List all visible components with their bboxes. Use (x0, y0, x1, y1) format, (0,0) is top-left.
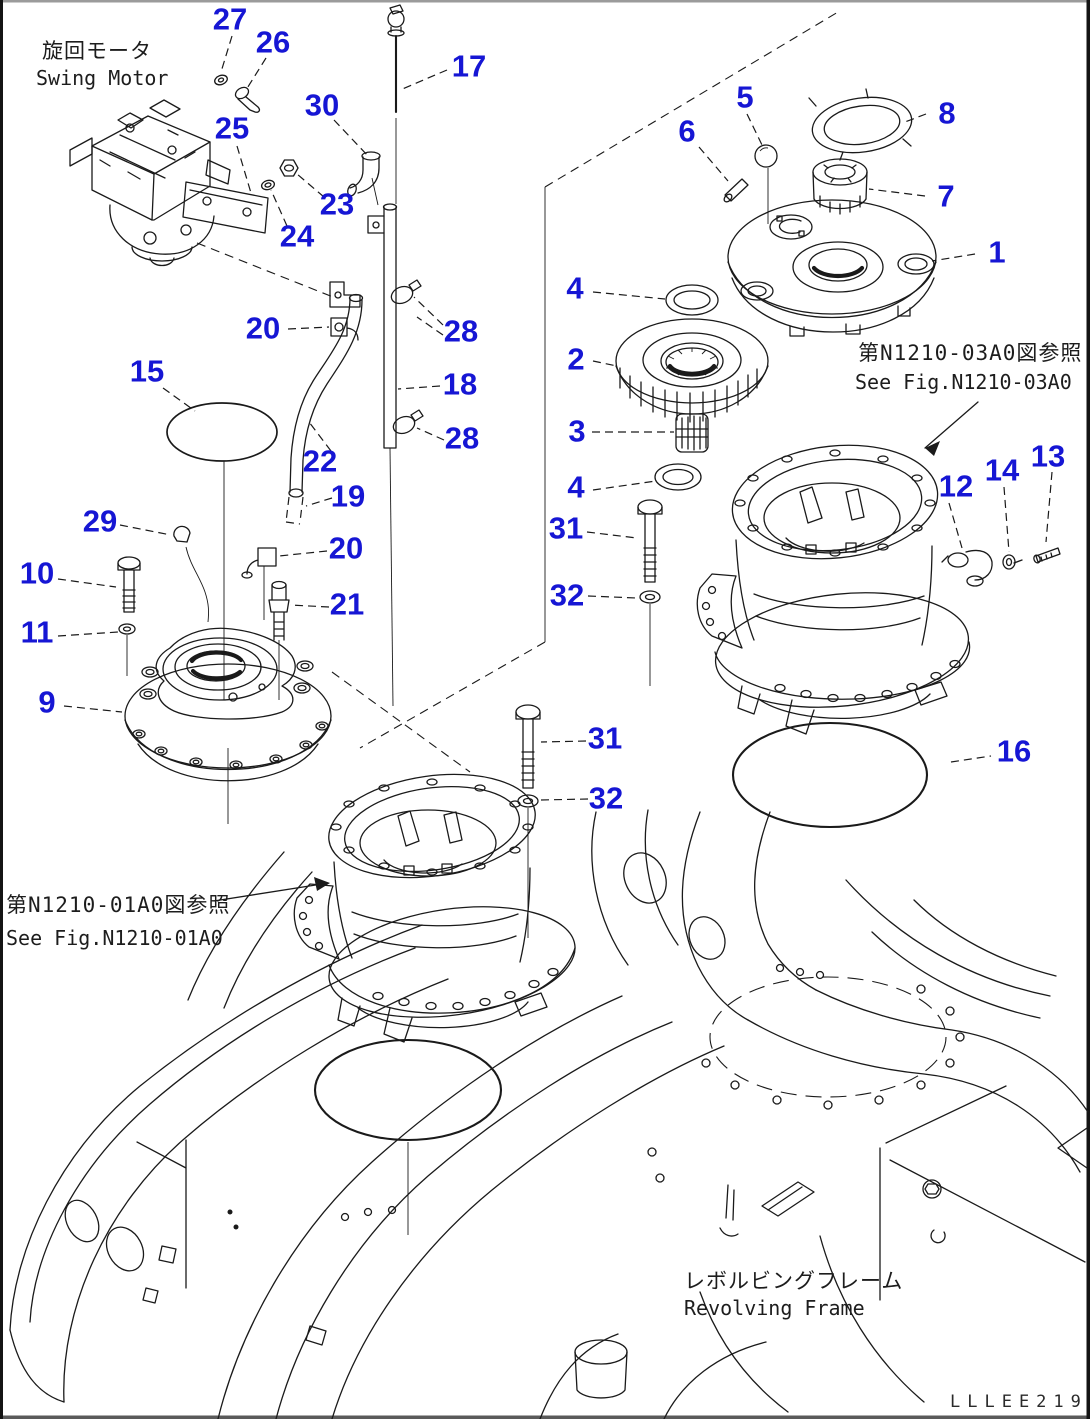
callout-31-b: 31 (587, 720, 623, 756)
pipe-and-clamps (330, 152, 423, 448)
carrier-1 (728, 200, 936, 336)
spline-3 (676, 414, 708, 452)
callout-25: 25 (214, 110, 250, 146)
callout-7: 7 (937, 178, 955, 214)
callout-20-a: 20 (245, 310, 281, 346)
fittings-12-13-14 (942, 548, 1060, 586)
callout-15: 15 (129, 353, 165, 389)
callout-24: 24 (279, 218, 315, 254)
see-fig-arrows (214, 402, 978, 901)
callout-19: 19 (330, 478, 366, 514)
callout-22: 22 (302, 443, 338, 479)
callout-12: 12 (938, 468, 974, 504)
o-ring-16 (733, 723, 927, 827)
swing-motor-drawing (70, 100, 230, 266)
revolving-frame-label-jp: レボルビングフレーム (684, 1269, 904, 1293)
coupling-7 (813, 159, 867, 214)
swing-motor-label-jp: 旋回モータ (42, 39, 152, 63)
left-small-parts (118, 318, 358, 700)
callout-31-a: 31 (548, 510, 584, 546)
callout-32-a: 32 (549, 577, 585, 613)
bolt-31-lower (516, 705, 540, 788)
revolving-frame-label-en: Revolving Frame (684, 1296, 865, 1320)
bolt-31-upper (638, 500, 662, 582)
bracket-and-fasteners (183, 74, 298, 233)
washer-32-upper (640, 591, 660, 686)
see-fig-left-label-jp: 第N1210-01A0図参照 (6, 893, 231, 917)
callout-13: 13 (1030, 438, 1066, 474)
callout-3: 3 (568, 413, 586, 449)
callout-5: 5 (736, 79, 754, 115)
ball-5 (755, 145, 777, 224)
callout-30: 30 (304, 87, 340, 123)
gear-2 (616, 319, 768, 422)
doc-number: LLLEE219 (950, 1392, 1088, 1412)
see-fig-left-label-en: See Fig.N1210-01A0 (6, 926, 223, 950)
callout-20-b: 20 (328, 530, 364, 566)
callout-9: 9 (38, 684, 56, 720)
callout-28-b: 28 (444, 420, 480, 456)
ring-4-upper (666, 285, 718, 315)
swing-case-lower (294, 762, 582, 1042)
callout-2: 2 (567, 341, 585, 377)
callout-8: 8 (938, 95, 956, 131)
callout-4-b: 4 (567, 469, 585, 505)
callout-32-b: 32 (588, 780, 624, 816)
callout-10: 10 (19, 555, 55, 591)
callout-1: 1 (988, 234, 1006, 270)
callout-16: 16 (996, 733, 1032, 769)
flange-9 (125, 628, 331, 824)
swing-motor-label-en: Swing Motor (36, 66, 169, 90)
callout-18: 18 (442, 366, 478, 402)
o-ring-15 (167, 403, 277, 700)
see-fig-right-label-jp: 第N1210-03A0図参照 (858, 341, 1083, 365)
callout-29: 29 (82, 503, 118, 539)
callout-11: 11 (20, 614, 54, 650)
leader-lines (58, 36, 1052, 800)
revolving-frame (10, 810, 1088, 1419)
callout-23: 23 (319, 186, 355, 222)
callout-26: 26 (255, 24, 291, 60)
callout-6: 6 (678, 113, 696, 149)
tube-22-hose-19 (286, 295, 363, 525)
pin-6 (723, 179, 748, 203)
ring-8 (809, 89, 916, 160)
callout-17: 17 (451, 48, 487, 84)
ring-4-lower (655, 464, 701, 490)
construction-lines (197, 12, 838, 772)
callout-14: 14 (984, 452, 1020, 488)
washer-32-lower (518, 795, 538, 938)
see-fig-right-label-en: See Fig.N1210-03A0 (855, 370, 1072, 394)
callout-4-a: 4 (566, 270, 584, 306)
callout-21: 21 (329, 586, 365, 622)
dipstick-17 (388, 5, 404, 204)
callout-27: 27 (212, 1, 248, 37)
swing-case-upper (697, 436, 974, 734)
callout-28-a: 28 (443, 313, 479, 349)
